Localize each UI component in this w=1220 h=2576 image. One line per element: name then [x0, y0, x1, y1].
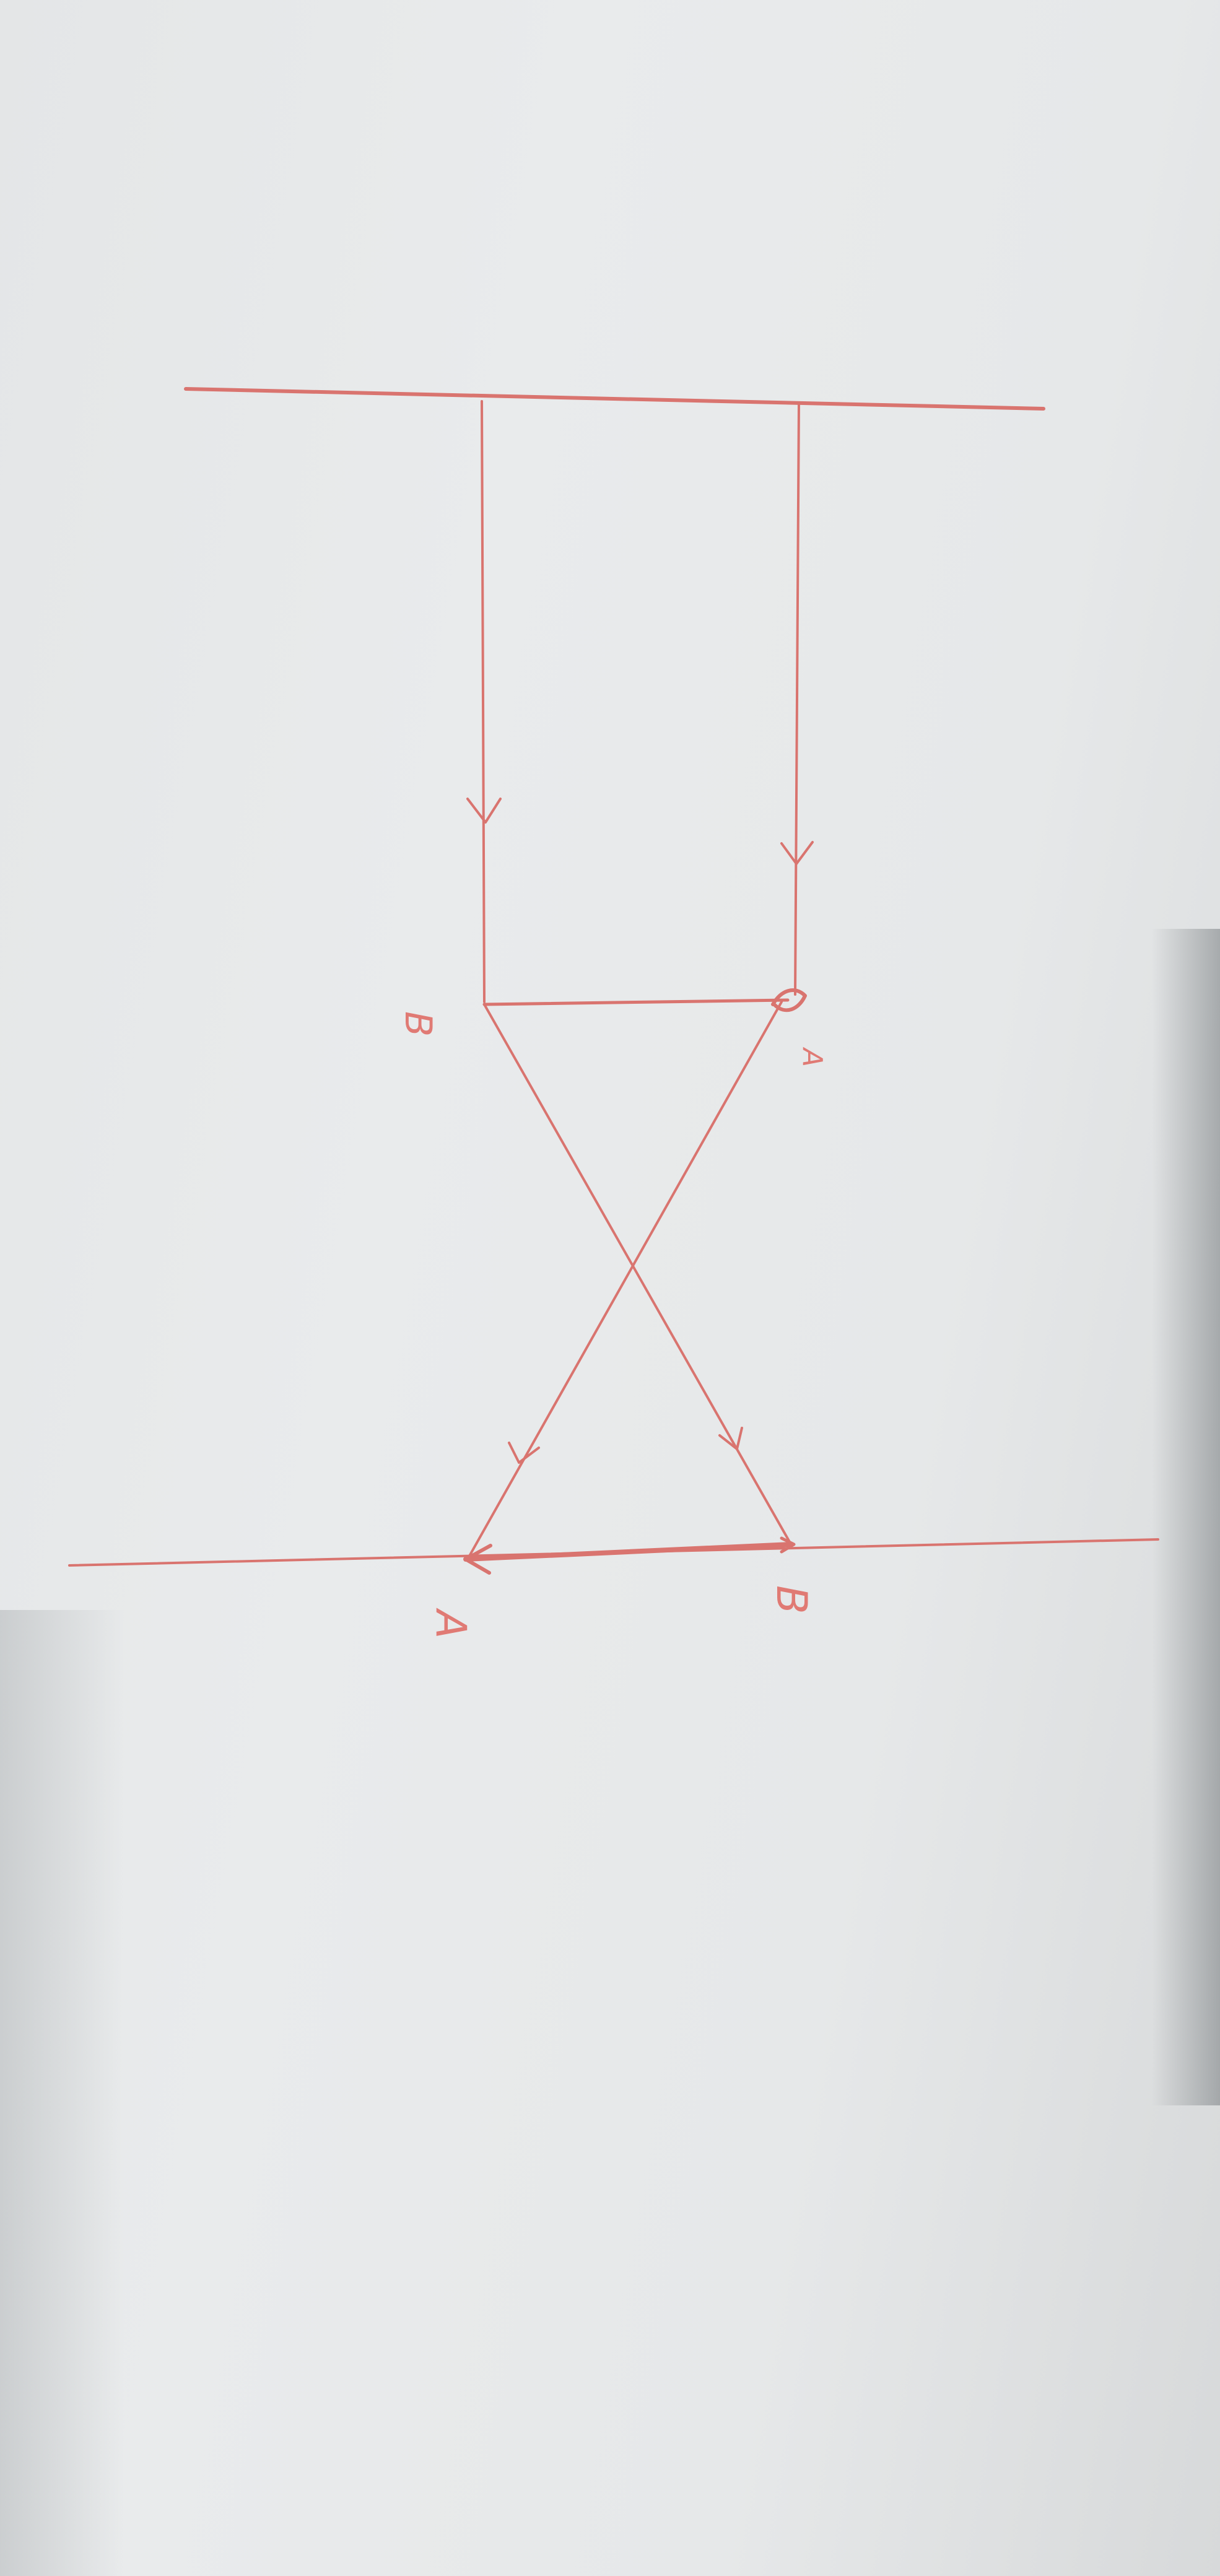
left-ray-arrowhead: [466, 798, 502, 824]
left-vertical-ray: [481, 400, 486, 1003]
label-image-b: B: [767, 1585, 816, 1614]
paper-edge-shadow: [1152, 929, 1220, 2105]
image-b-tick: [780, 1536, 796, 1554]
crossing-ray-from-b: [483, 1003, 791, 1543]
paper-shadow: [0, 1610, 124, 2576]
label-object-b: B: [396, 1011, 440, 1037]
crossing-ray-from-a: [466, 1001, 783, 1560]
image-a-arrowhead: [464, 1544, 492, 1575]
label-image-a: A: [426, 1608, 475, 1639]
right-vertical-ray: [794, 402, 800, 996]
object-a-arrowhead: [771, 988, 807, 1012]
image-line: [463, 1542, 793, 1562]
object-line: [482, 998, 790, 1006]
crossing-ray-arrowhead-left: [508, 1442, 540, 1464]
top-line: [184, 387, 1045, 411]
right-ray-arrowhead: [780, 841, 814, 865]
crossing-ray-arrowhead-right: [718, 1427, 743, 1450]
label-object-a: A: [796, 1046, 828, 1067]
